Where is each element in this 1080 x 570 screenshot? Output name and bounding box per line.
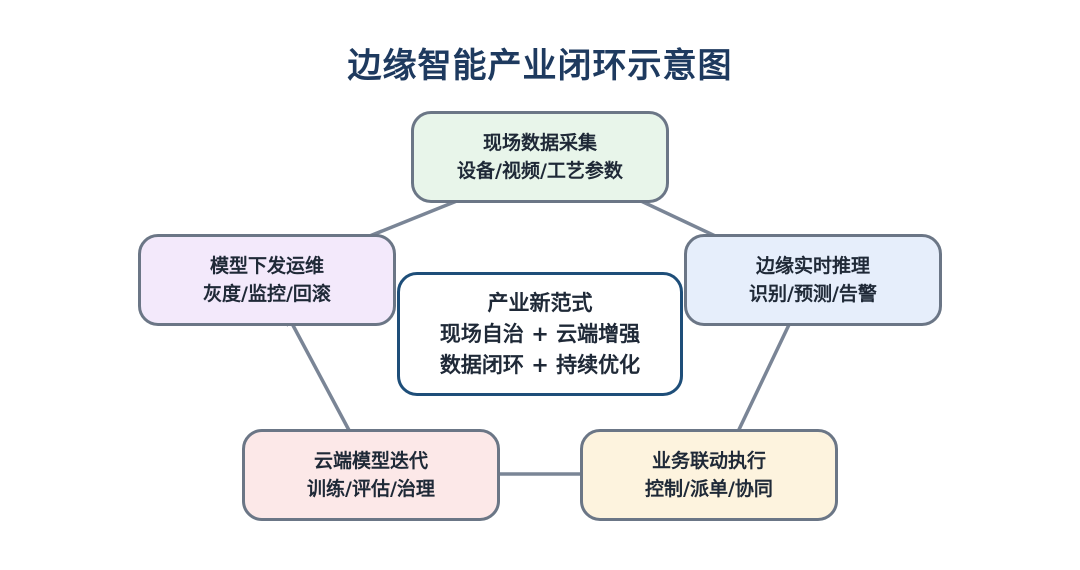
node-business-execution: 业务联动执行 控制/派单/协同 (580, 429, 838, 521)
node-cloud-iteration: 云端模型迭代 训练/评估/治理 (242, 429, 500, 521)
center-title: 产业新范式 (487, 290, 593, 315)
node-subtitle: 控制/派单/协同 (645, 478, 773, 500)
node-subtitle: 识别/预测/告警 (749, 283, 877, 305)
node-title: 现场数据采集 (482, 132, 597, 154)
node-subtitle: 设备/视频/工艺参数 (457, 160, 623, 182)
diagram-title: 边缘智能产业闭环示意图 (347, 46, 733, 86)
node-title: 模型下发运维 (209, 255, 324, 277)
node-title: 云端模型迭代 (313, 450, 428, 472)
node-data-collection: 现场数据采集 设备/视频/工艺参数 (411, 111, 669, 203)
center-paradigm-box: 产业新范式 现场自治 + 云端增强 数据闭环 + 持续优化 (397, 272, 683, 396)
center-line-optimization: 数据闭环 + 持续优化 (439, 352, 641, 377)
node-model-deployment: 模型下发运维 灰度/监控/回滚 (138, 234, 396, 326)
center-line-autonomy: 现场自治 + 云端增强 (439, 321, 641, 346)
node-title: 边缘实时推理 (755, 255, 870, 277)
arrow-infer-to-execute (732, 309, 798, 443)
node-title: 业务联动执行 (651, 450, 766, 472)
node-subtitle: 训练/评估/治理 (307, 478, 435, 500)
node-edge-inference: 边缘实时推理 识别/预测/告警 (684, 234, 942, 326)
node-subtitle: 灰度/监控/回滚 (203, 283, 331, 305)
arrow-iterate-to-deploy (286, 313, 353, 435)
